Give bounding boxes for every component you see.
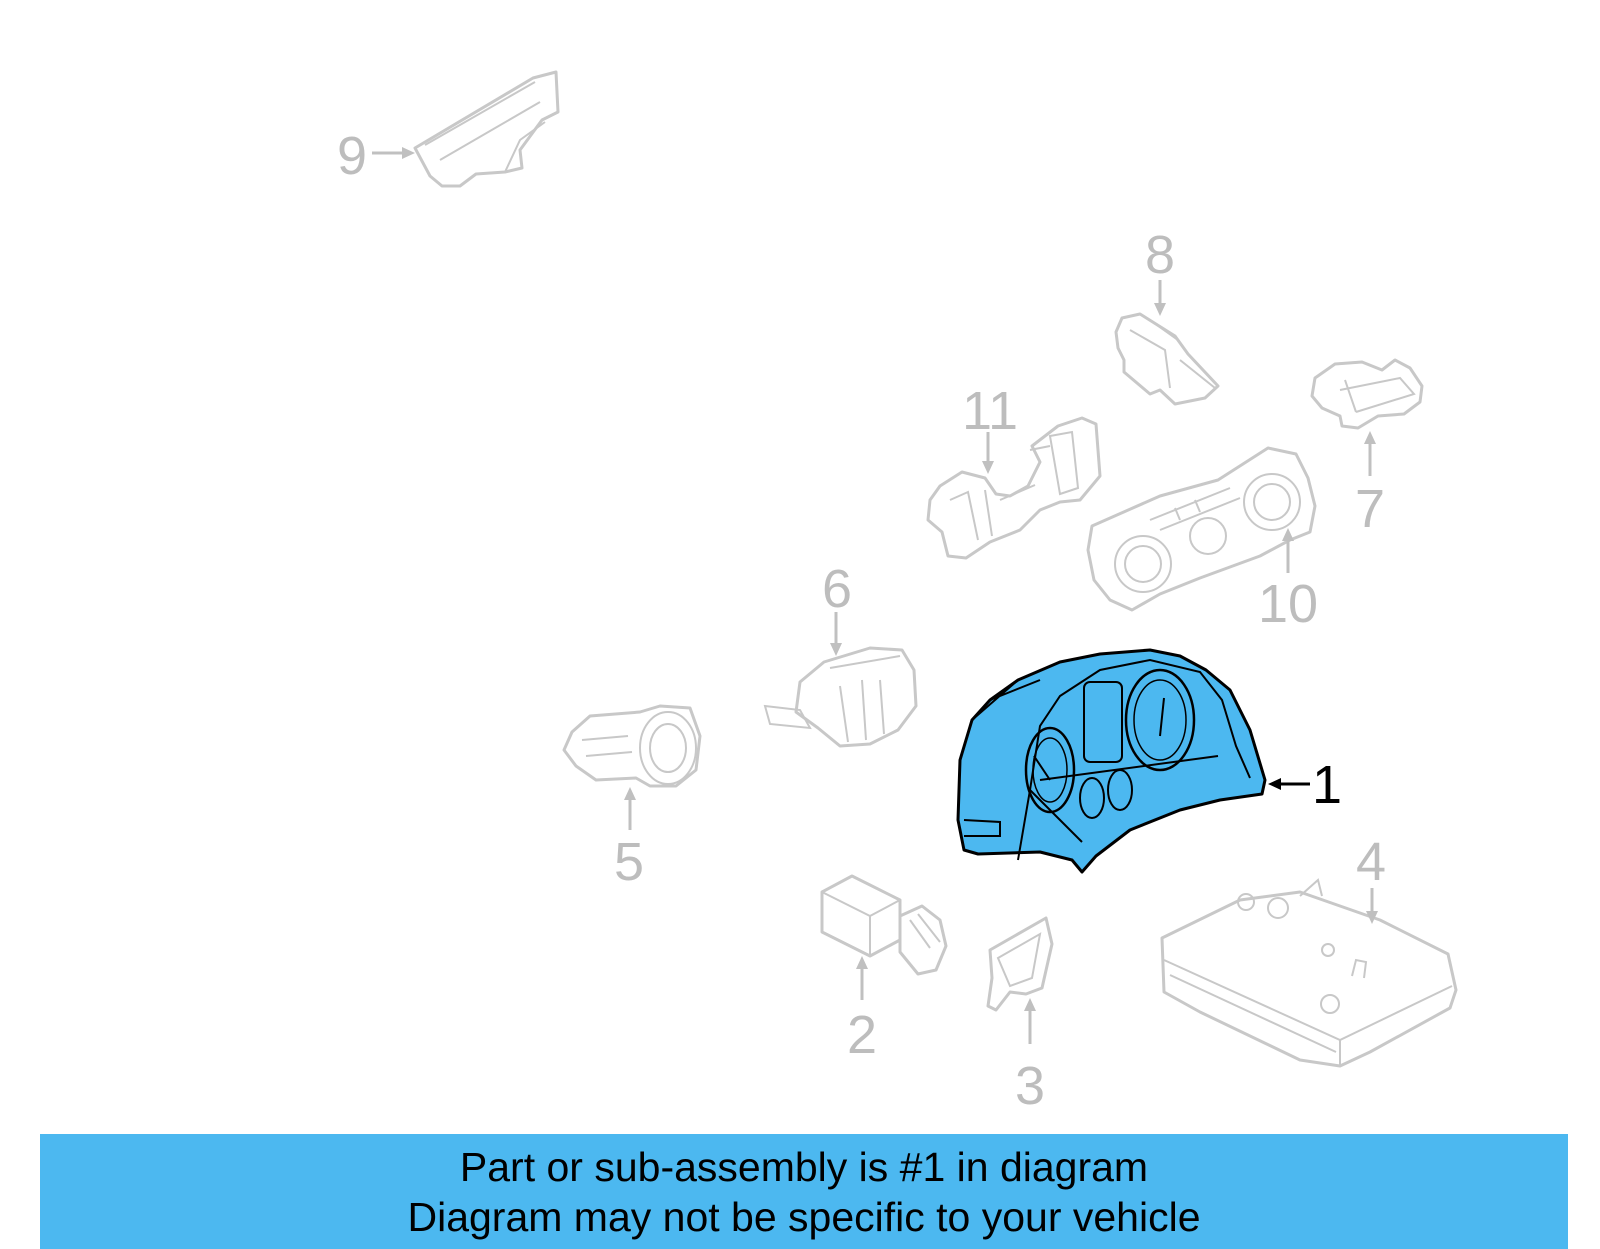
- arrowhead-7: [1364, 431, 1376, 444]
- callout-3[interactable]: 3: [1015, 1056, 1045, 1116]
- callout-2[interactable]: 2: [847, 1005, 877, 1065]
- arrowhead-2: [856, 956, 868, 969]
- part-3-drawing: [986, 916, 1054, 1012]
- arrowhead-11: [982, 461, 994, 474]
- part-8-drawing: [1114, 312, 1220, 406]
- arrowhead-9: [402, 147, 415, 159]
- part-11-drawing: [926, 416, 1102, 560]
- arrowhead-10: [1282, 528, 1294, 541]
- callout-8[interactable]: 8: [1145, 225, 1175, 285]
- part-7-drawing: [1310, 358, 1424, 430]
- part-6-drawing: [763, 646, 918, 748]
- part-2-drawing: [820, 874, 948, 976]
- arrowhead-8: [1154, 303, 1166, 316]
- callout-6[interactable]: 6: [822, 559, 852, 619]
- callout-11[interactable]: 11: [962, 381, 1018, 441]
- callout-10[interactable]: 10: [1258, 574, 1318, 634]
- callout-5[interactable]: 5: [614, 832, 644, 892]
- callout-9[interactable]: 9: [337, 126, 367, 186]
- arrowhead-4: [1366, 911, 1378, 924]
- arrowhead-3: [1024, 998, 1036, 1011]
- part-5-drawing: [562, 704, 702, 788]
- arrowhead-6: [830, 643, 842, 656]
- arrowhead-1: [1268, 778, 1281, 790]
- part-4-drawing: [1160, 878, 1458, 1068]
- arrowhead-5: [624, 787, 636, 800]
- part-9-drawing: [413, 70, 560, 188]
- banner-line-1: Part or sub-assembly is #1 in diagram: [459, 1144, 1149, 1190]
- banner-line-2: Diagram may not be specific to your vehi…: [407, 1194, 1201, 1240]
- part-1-drawing: [956, 648, 1267, 874]
- info-banner: Part or sub-assembly is #1 in diagram Di…: [40, 1134, 1568, 1249]
- callout-1[interactable]: 1: [1312, 755, 1342, 815]
- callout-7[interactable]: 7: [1355, 479, 1385, 539]
- part-10-drawing: [1086, 446, 1317, 612]
- callout-4[interactable]: 4: [1356, 832, 1386, 892]
